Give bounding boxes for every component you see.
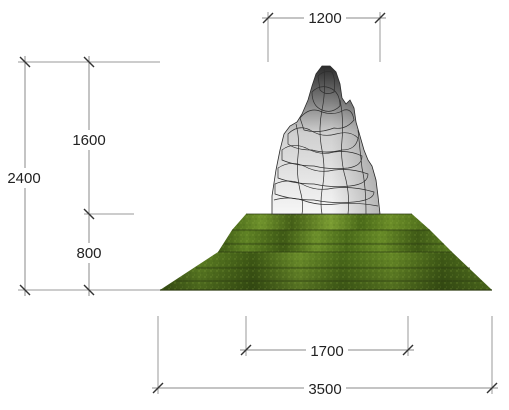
lower-tier-texture: [160, 252, 492, 290]
dimension-partial-heights: 1600 800: [68, 56, 134, 296]
upper-tier-face-texture: [218, 230, 452, 252]
base-height-label-bg: [72, 243, 106, 263]
base-height-label: 800: [76, 245, 101, 262]
base-width-tick-left: [152, 382, 164, 394]
tier-width-label: 1700: [310, 343, 343, 360]
dimension-top-tier-width: 1700: [240, 316, 414, 360]
rock-contour-10: [339, 99, 350, 215]
rock-contour-3: [299, 109, 355, 132]
dimension-base-width: 3500: [152, 316, 498, 398]
rock-contour-7: [274, 180, 375, 204]
rock-width-label-bg: [304, 9, 346, 27]
tier-width-tick-right: [402, 344, 414, 356]
rock-width-tick-left: [262, 12, 274, 24]
rock-height-tick-top: [83, 56, 95, 68]
rock-contour-5: [281, 145, 363, 170]
rock-contour-11: [319, 67, 326, 215]
rock-contour-12: [357, 129, 367, 215]
total-height-tick-top: [19, 56, 31, 68]
total-height-label: 2400: [7, 170, 40, 187]
tier-width-tick-left: [240, 344, 252, 356]
tier-width-label-bg: [306, 341, 348, 359]
rock-height-tick-mid: [83, 208, 95, 220]
rock-contour-8: [273, 197, 379, 207]
rock-contour-1: [317, 71, 336, 94]
rock-contour-6: [277, 163, 369, 188]
dimension-rock-width: 1200: [262, 9, 386, 62]
rock-width-tick-right: [374, 12, 386, 24]
total-height-label-bg: [4, 168, 44, 188]
rock-contour-9: [295, 123, 304, 215]
base-width-label-bg: [304, 379, 346, 397]
rock-height-label-bg: [68, 130, 110, 150]
dimension-total-height: 2400: [4, 56, 160, 296]
base-height-tick-bottom: [83, 284, 95, 296]
rock-side-shading: [272, 66, 380, 214]
rock-height-label: 1600: [72, 132, 105, 149]
top-plateau-texture: [232, 214, 430, 230]
total-height-tick-bottom: [19, 284, 31, 296]
base-width-tick-right: [486, 382, 498, 394]
base-width-label: 3500: [308, 381, 341, 398]
rock-sculpture: [271, 65, 381, 215]
rock-width-label: 1200: [308, 10, 341, 27]
rock-contour-4: [287, 127, 359, 153]
grass-terrace-base: [160, 213, 492, 291]
